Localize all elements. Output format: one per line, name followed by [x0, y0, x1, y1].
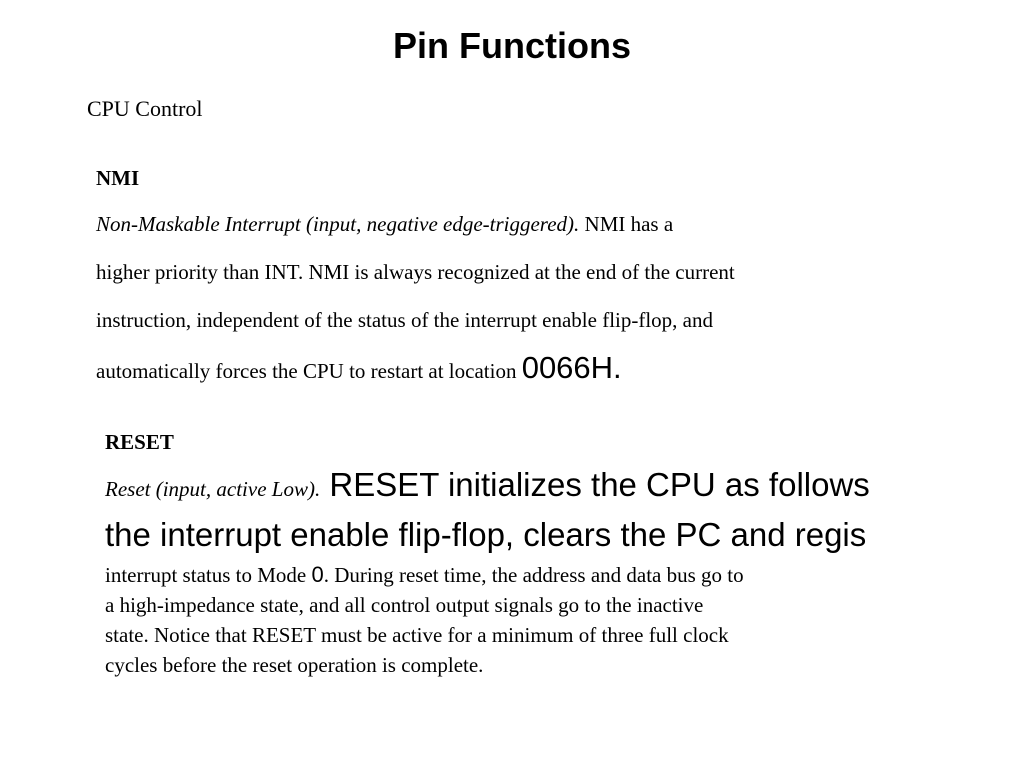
reset-line-3: interrupt status to Mode 0. During reset…: [105, 560, 870, 590]
nmi-definition: Non-Maskable Interrupt (input, negative …: [96, 212, 580, 236]
nmi-line-4: automatically forces the CPU to restart …: [96, 344, 735, 392]
reset-line-3-text: interrupt status to Mode: [105, 563, 312, 587]
reset-line-6: cycles before the reset operation is com…: [105, 653, 484, 677]
nmi-line-1-rest: NMI has a: [579, 212, 674, 236]
section-subtitle: CPU Control: [87, 96, 203, 121]
page-title: Pin Functions: [393, 25, 631, 66]
reset-line-5: state. Notice that RESET must be active …: [105, 623, 729, 647]
reset-line-4: a high-impedance state, and all control …: [105, 593, 704, 617]
reset-line-2: the interrupt enable flip-flop, clears t…: [105, 510, 870, 560]
reset-definition: Reset (input, active Low).: [105, 477, 321, 501]
nmi-line-3: instruction, independent of the status o…: [96, 308, 713, 332]
reset-line-2-large: the interrupt enable flip-flop, clears t…: [105, 516, 867, 553]
nmi-heading: NMI: [96, 166, 140, 190]
nmi-line-4-text: automatically forces the CPU to restart …: [96, 359, 522, 383]
reset-line-3-rest: . During reset time, the address and dat…: [323, 563, 744, 587]
reset-line-1-large: RESET initializes the CPU as follows: [320, 466, 870, 503]
nmi-restart-address: 0066H.: [521, 350, 622, 385]
reset-line-1: Reset (input, active Low). RESET initial…: [105, 460, 870, 510]
nmi-line-2: higher priority than INT. NMI is always …: [96, 260, 735, 284]
nmi-line-1: Non-Maskable Interrupt (input, negative …: [96, 200, 735, 248]
nmi-section: NMI Non-Maskable Interrupt (input, negat…: [96, 164, 735, 392]
reset-interrupt-mode: 0: [311, 562, 324, 587]
reset-heading: RESET: [105, 430, 174, 454]
reset-section: RESET Reset (input, active Low). RESET i…: [105, 428, 870, 680]
